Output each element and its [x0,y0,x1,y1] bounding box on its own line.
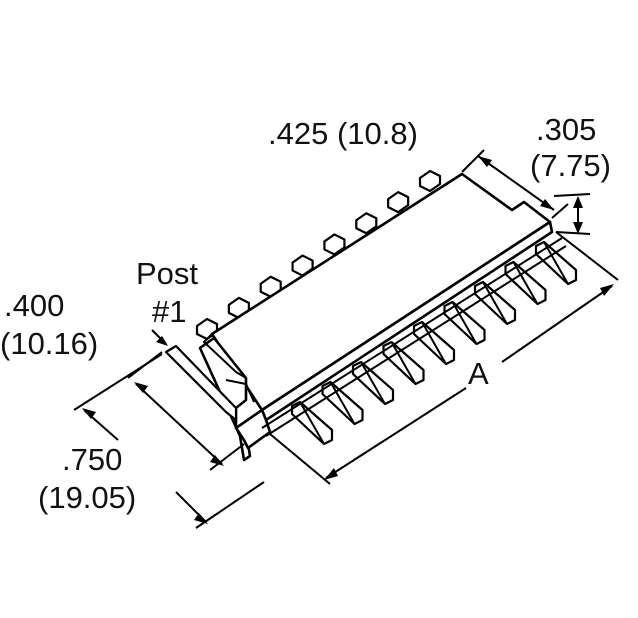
base-rail-top [261,237,563,429]
dim-pitch-arrow-2 [210,455,224,466]
base-rail-bottom [265,245,567,437]
bottom-pin-row [290,240,578,446]
dim-top-width-arrow-1 [478,156,492,167]
dim-a-line-1 [325,387,467,479]
front-pin-edge [482,281,508,325]
label-pitch-in: .400 [4,288,64,323]
label-post-number: #1 [152,294,186,329]
front-pin-edge [299,401,325,445]
dim-depth-arrow-1 [82,408,96,419]
post-1-edge [202,333,247,379]
label-pitch-mm: (10.16) [0,326,98,361]
label-post-word: Post [136,256,198,291]
dim-a-arrow-2 [600,284,614,296]
dim-a-ext-2 [269,433,331,485]
dim-height-ext-1 [553,193,591,197]
front-pin-edge [390,341,417,385]
dim-depth-ext-2 [195,481,265,529]
dim-height-arrow-2 [573,222,583,234]
front-pin-edge [421,321,447,365]
dim-a-line-2 [501,285,613,363]
front-pin-edge [329,381,356,425]
label-depth-mm: (19.05) [38,480,136,515]
top-pin [387,191,410,214]
dim-pitch-line [135,383,223,465]
label-top-width: .425 (10.8) [268,116,418,151]
dim-pitch-ext-2 [209,443,245,471]
front-pin-edge [451,301,478,345]
front-pin-edge [543,241,569,285]
dim-depth-arrow-2 [194,513,208,524]
label-height-in: .305 [536,112,596,147]
dim-height-arrow-1 [573,196,583,208]
dim-height-ext-2 [555,231,591,235]
dim-pitch-arrow-1 [134,382,148,393]
dim-top-width-arrow-2 [540,199,554,210]
dim-a-arrow-1 [324,468,338,480]
post-1-leader-arrow [156,336,168,346]
post-1 [164,344,238,422]
front-pin-edge [512,261,539,305]
front-pin-edge [360,361,386,405]
top-pin [355,212,378,235]
label-height-mm: (7.75) [530,148,611,183]
dim-top-width-ext-1 [461,149,485,173]
top-pin [418,169,442,193]
post-1-inner-edge [225,379,255,403]
dim-depth-ext-1 [73,353,163,411]
label-length-a: A [468,356,489,391]
dim-top-width-line [477,155,555,211]
label-depth-in: .750 [62,442,122,477]
dim-a-ext-1 [555,231,619,281]
post-1-foot [234,408,272,450]
dim-top-width-ext-2 [551,203,569,219]
